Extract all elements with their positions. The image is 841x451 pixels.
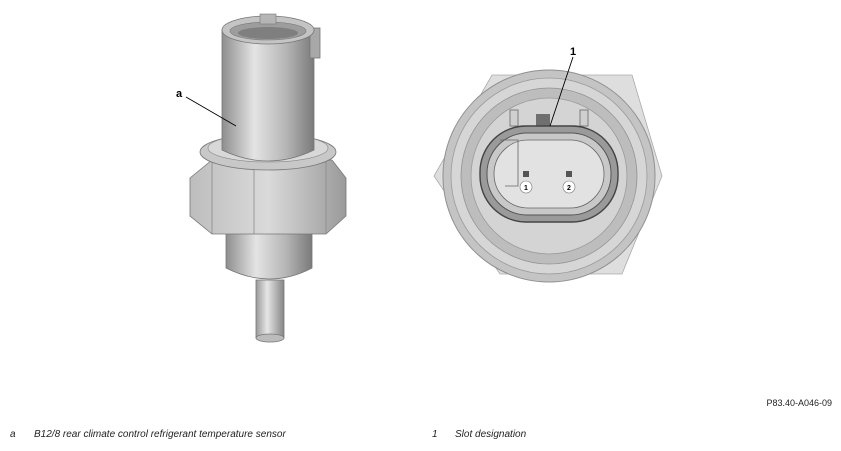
callout-1-label: 1: [570, 46, 576, 58]
pin-label-2: 2: [567, 185, 571, 192]
callout-a: a: [176, 88, 237, 127]
connector-front-view: 1 2: [433, 69, 663, 283]
figure-code: P83.40-A046-09: [766, 398, 832, 408]
legend-text: B12/8 rear climate control refrigerant t…: [34, 429, 286, 440]
callout-1: 1: [549, 46, 576, 127]
legend-text: Slot designation: [455, 429, 527, 440]
legend-key: 1: [432, 429, 438, 440]
pin-1: [523, 171, 529, 177]
legend-key: a: [10, 429, 16, 440]
pin-label-1: 1: [524, 185, 528, 192]
pin-2: [566, 171, 572, 177]
sensor-side-view: [189, 13, 347, 343]
callout-a-label: a: [176, 88, 183, 100]
